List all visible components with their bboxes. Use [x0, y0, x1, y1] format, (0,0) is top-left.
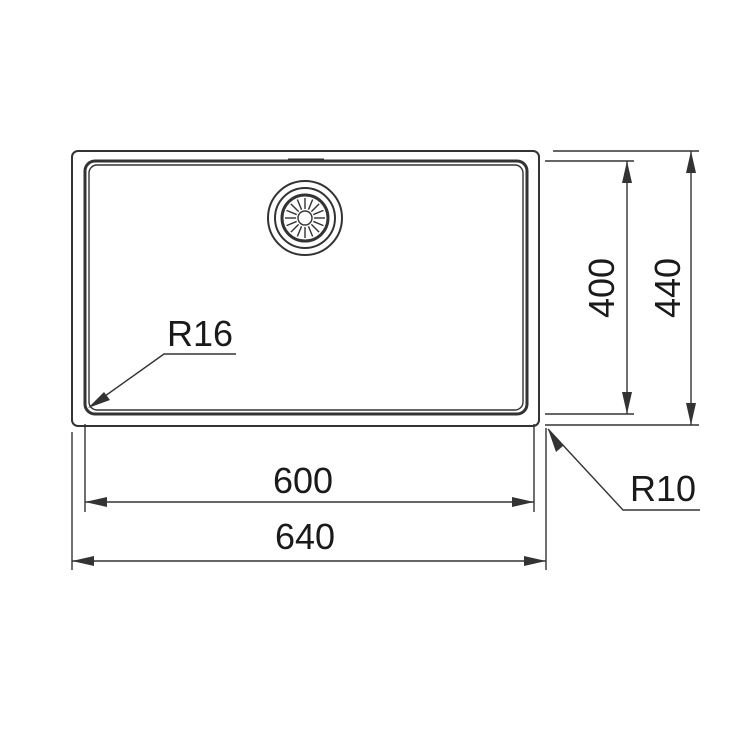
strainer-spoke [286, 220, 297, 227]
radius-leader-r16 [88, 353, 236, 408]
strainer-spoke [286, 209, 297, 216]
drain-strainer-icon [267, 180, 343, 256]
dimension-400 [622, 161, 632, 414]
dimension-640 [72, 556, 546, 566]
strainer-spoke [307, 199, 314, 210]
strainer-spoke [296, 226, 303, 237]
dimension-440 [686, 151, 696, 425]
strainer-spoke [307, 226, 314, 237]
dimension-label-400: 400 [581, 258, 622, 318]
radius-leader-r10 [547, 428, 700, 511]
radius-label-r10: R10 [630, 468, 696, 509]
strainer-spoke [310, 223, 320, 233]
strainer-spoke [290, 223, 300, 233]
strainer-spoke [313, 209, 324, 216]
dimension-600 [85, 497, 534, 507]
inner-bowl-inner-edge [88, 164, 524, 411]
strainer-spoke [313, 220, 324, 227]
inner-bowl-outline [83, 159, 529, 416]
dimension-label-640: 640 [275, 516, 335, 557]
strainer-spoke [310, 203, 320, 213]
strainer-spoke [296, 199, 303, 210]
dimension-label-440: 440 [647, 258, 688, 318]
outer-sink-outline [71, 150, 540, 427]
strainer-spoke [290, 203, 300, 213]
dimension-label-600: 600 [273, 460, 333, 501]
radius-label-r16: R16 [167, 313, 233, 354]
